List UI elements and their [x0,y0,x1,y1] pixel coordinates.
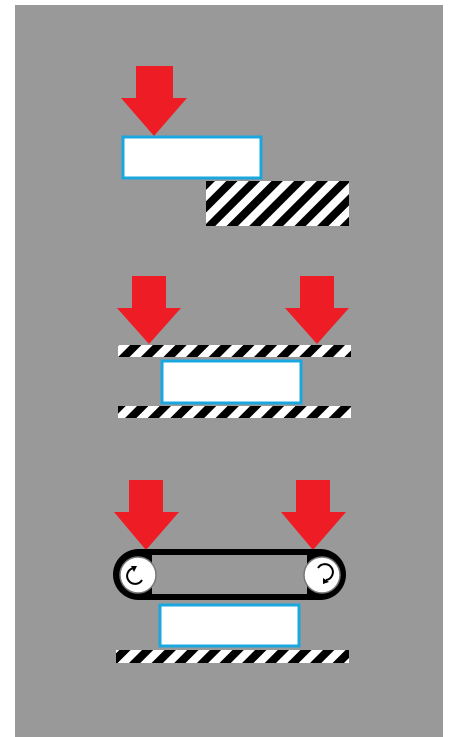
panel-belt-press [113,480,349,663]
red-down-arrow-icon [285,276,349,344]
workpiece [121,135,263,180]
rotation-arrow-head [323,578,329,584]
rotation-arrow-icon [126,567,143,585]
upper-hatched-plate [118,345,351,357]
hatched-plate [206,181,349,226]
lower-hatched-plate [118,406,351,418]
panel-single-push [121,66,349,226]
rotation-arrow-icon [317,563,334,581]
workpiece [158,603,301,648]
lower-hatched-plate [116,650,349,663]
diagram-canvas [113,66,351,663]
right-roller [303,556,341,594]
red-down-arrow-icon [121,66,187,136]
red-down-arrow-icon [114,480,179,550]
workpiece [160,359,303,405]
panel-double-press [117,276,351,418]
red-down-arrow-icon [117,276,181,344]
red-down-arrow-icon [281,480,346,550]
belt-inner-gap [152,555,307,594]
left-roller [119,556,157,594]
rotation-arrow-head [131,566,137,572]
diagram-background [15,5,443,737]
